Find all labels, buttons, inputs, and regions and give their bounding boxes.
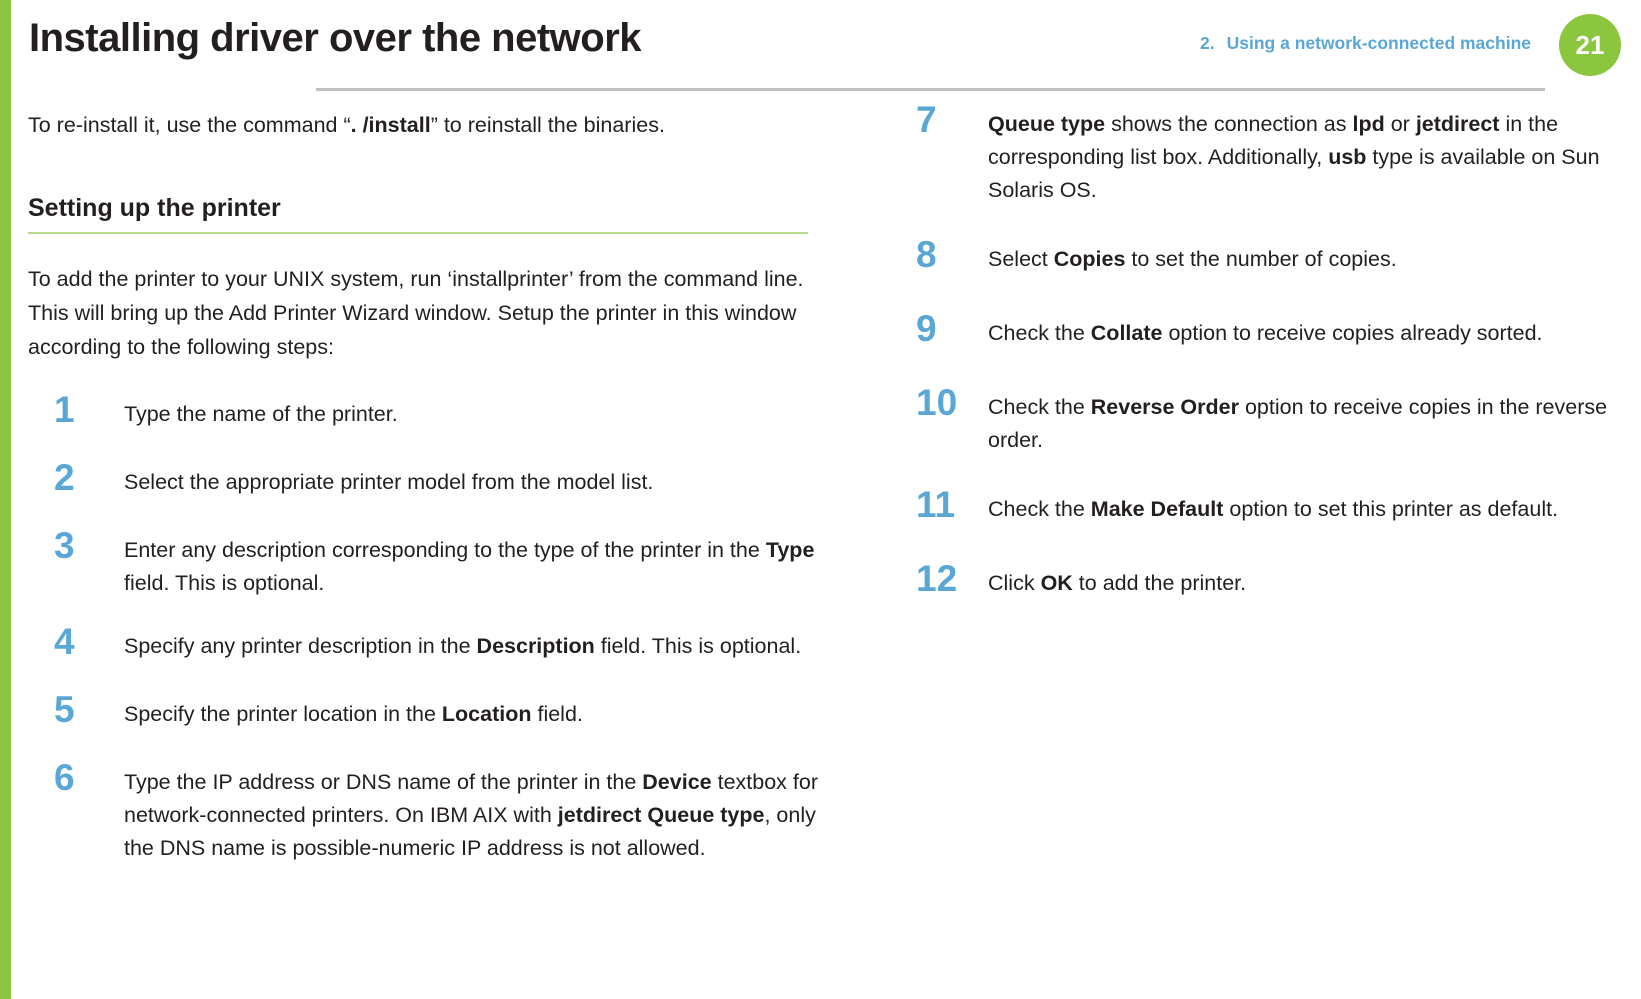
step-text-bold: Copies [1053, 247, 1126, 271]
step-text-part: to set the number of copies. [1125, 247, 1397, 271]
step-number: 9 [916, 308, 937, 349]
section-divider [28, 232, 808, 234]
page-columns: To re-install it, use the command “. /in… [11, 100, 1641, 999]
chapter-number: 2. [1200, 33, 1215, 53]
step-text: Check the Collate option to receive copi… [988, 317, 1631, 350]
step-number: 10 [916, 382, 958, 423]
step-text: Check the Make Default option to set thi… [988, 493, 1631, 526]
step-text: Click OK to add the printer. [988, 567, 1631, 600]
left-green-bar [0, 0, 11, 999]
step-text-bold: lpd [1352, 112, 1385, 136]
step-text-bold: Make Default [1090, 497, 1224, 521]
list-item: 12 Click OK to add the printer. [916, 559, 1631, 605]
step-text: Check the Reverse Order option to receiv… [988, 391, 1631, 457]
step-text: Select the appropriate printer model fro… [124, 470, 654, 494]
list-item: 9 Check the Collate option to receive co… [916, 309, 1631, 355]
step-text-bold: Location [441, 702, 532, 726]
right-column: 7 Queue type shows the connection as lpd… [916, 100, 1631, 641]
list-item: 10 Check the Reverse Order option to rec… [916, 383, 1631, 457]
list-item: 3 Enter any description corresponding to… [28, 526, 818, 600]
step-text-part: option to receive copies in the reverse … [988, 395, 1608, 452]
page-header: Installing driver over the network 2. Usi… [11, 0, 1641, 91]
step-text-part: shows the connection as [1105, 112, 1353, 136]
step-text-part: field. [531, 702, 583, 726]
step-text-part: in the corresponding list box. Additiona… [988, 112, 1559, 169]
step-text-bold: Description [476, 634, 595, 658]
step-text-bold: Reverse Order [1090, 395, 1239, 419]
step-text-part: Check the [988, 321, 1091, 345]
step-text-part: field. This is optional. [124, 571, 325, 595]
step-text-part: field. This is optional. [594, 634, 802, 658]
step-number: 1 [54, 389, 75, 430]
step-text-part: , only the DNS name is possible-numeric … [124, 803, 816, 860]
step-text: Specify the printer location in the Loca… [124, 698, 818, 731]
step-number: 2 [54, 457, 75, 498]
step-number: 8 [916, 234, 937, 275]
left-column: To re-install it, use the command “. /in… [28, 108, 818, 895]
step-number: 5 [54, 689, 75, 730]
step-number: 11 [916, 484, 956, 525]
step-number: 4 [54, 621, 75, 662]
step-text-bold: jetdirect Queue type [557, 803, 765, 827]
reinstall-text-suffix: ” to reinstall the binaries. [430, 113, 665, 137]
step-number: 6 [54, 757, 75, 798]
reinstall-paragraph: To re-install it, use the command “. /in… [28, 108, 818, 142]
step-text-part: Check the [988, 497, 1091, 521]
reinstall-command: . /install [350, 113, 431, 137]
page-number-badge: 21 [1559, 14, 1621, 76]
section-heading: Setting up the printer [28, 194, 281, 222]
list-item: 7 Queue type shows the connection as lpd… [916, 100, 1631, 207]
step-text: Select Copies to set the number of copie… [988, 243, 1631, 276]
list-item: 4 Specify any printer description in the… [28, 622, 818, 668]
step-text: Type the IP address or DNS name of the p… [124, 766, 818, 865]
step-text: Specify any printer description in the D… [124, 630, 818, 663]
step-text-bold: jetdirect [1415, 112, 1500, 136]
step-text-part: Check the [988, 395, 1091, 419]
section-intro-paragraph: To add the printer to your UNIX system, … [28, 267, 804, 359]
header-divider [316, 88, 1545, 91]
step-text-bold: Queue type [988, 112, 1106, 136]
step-text-bold: Device [642, 770, 712, 794]
list-item: 1 Type the name of the printer. [28, 390, 818, 436]
step-text-bold: usb [1328, 145, 1367, 169]
step-text-part: or [1384, 112, 1416, 136]
step-number: 7 [916, 99, 937, 140]
step-number: 3 [54, 525, 75, 566]
chapter-breadcrumb: 2. Using a network-connected machine [1200, 33, 1531, 54]
page-title: Installing driver over the network [29, 16, 642, 60]
step-text-bold: OK [1040, 571, 1073, 595]
step-text-part: Click [988, 571, 1041, 595]
step-text: Type the name of the printer. [124, 402, 398, 426]
step-text-part: Specify any printer description in the [124, 634, 477, 658]
step-text: Enter any description corresponding to t… [124, 534, 818, 600]
step-text-part: Type the IP address or DNS name of the p… [124, 770, 643, 794]
chapter-title: Using a network-connected machine [1226, 33, 1531, 53]
list-item: 2 Select the appropriate printer model f… [28, 458, 818, 504]
step-text-bold: Type [765, 538, 815, 562]
reinstall-text-prefix: To re-install it, use the command “ [28, 113, 351, 137]
step-text-part: textbox for network-connected printers. … [124, 770, 818, 827]
step-text-part: option to set this printer as default. [1223, 497, 1559, 521]
step-text-part: Enter any description corresponding to t… [124, 538, 766, 562]
list-item: 6 Type the IP address or DNS name of the… [28, 758, 818, 865]
step-text-part: type is available on Sun Solaris OS. [988, 145, 1600, 202]
step-text-part: option to receive copies already sorted. [1162, 321, 1543, 345]
right-steps-list: 7 Queue type shows the connection as lpd… [916, 100, 1631, 605]
list-item: 11 Check the Make Default option to set … [916, 485, 1631, 531]
step-text-bold: Collate [1090, 321, 1163, 345]
list-item: 5 Specify the printer location in the Lo… [28, 690, 818, 736]
step-number: 12 [916, 558, 958, 599]
left-steps-list: 1 Type the name of the printer. 2 Select… [28, 390, 818, 865]
list-item: 8 Select Copies to set the number of cop… [916, 235, 1631, 281]
step-text-part: Select [988, 247, 1054, 271]
step-text: Queue type shows the connection as lpd o… [988, 108, 1631, 207]
step-text-part: to add the printer. [1072, 571, 1247, 595]
step-text-part: Specify the printer location in the [124, 702, 442, 726]
